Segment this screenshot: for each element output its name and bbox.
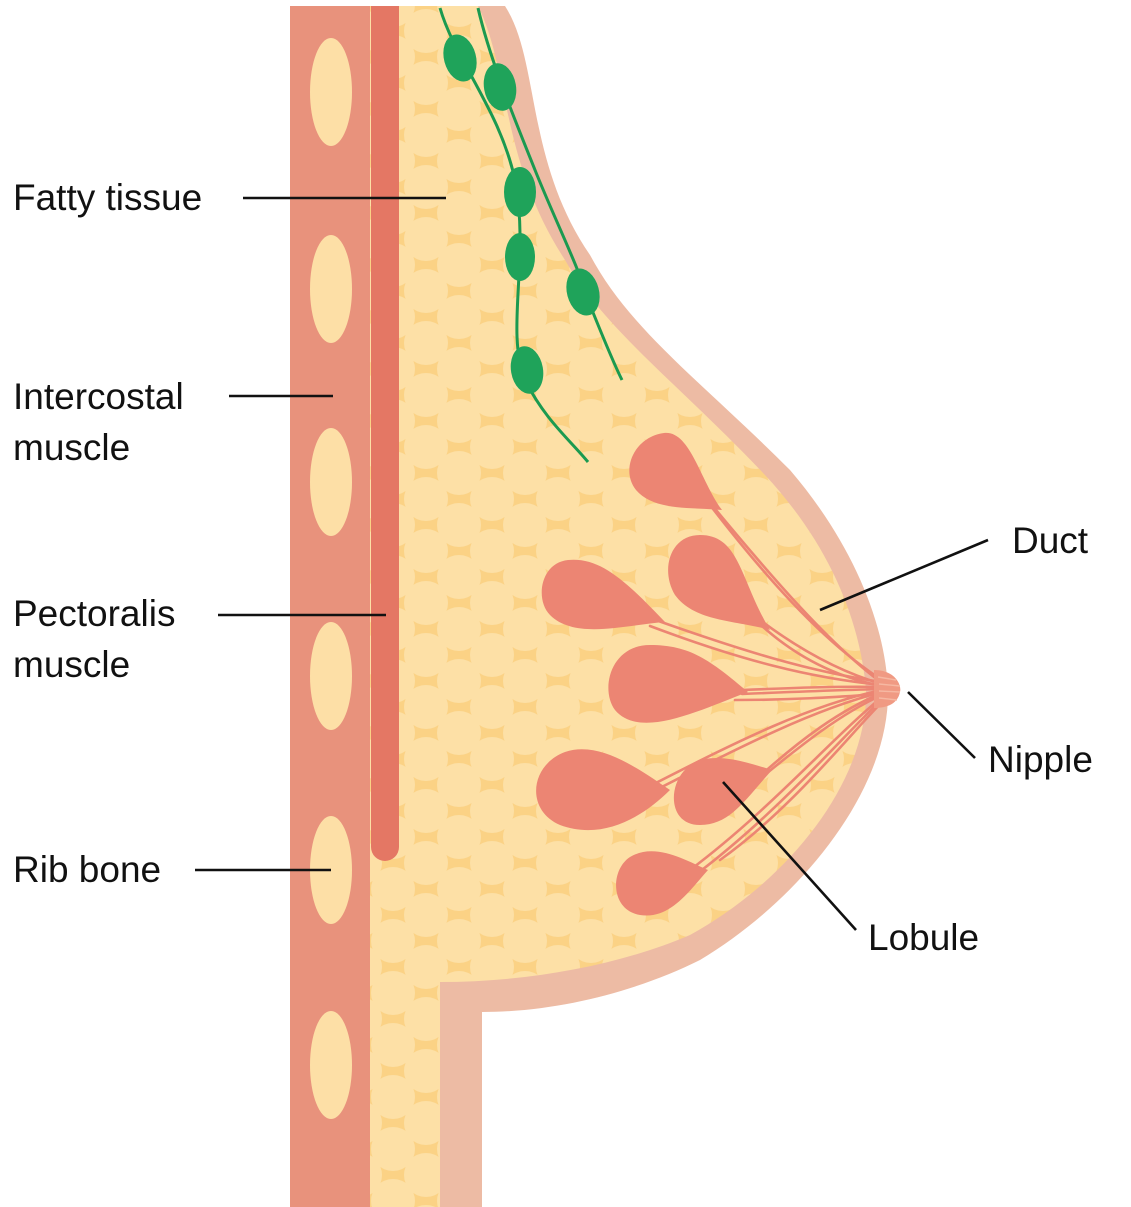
label-duct: Duct [1012,520,1089,561]
label-pectoralis-line1: Pectoralis [13,593,175,634]
rib-bone [310,1011,352,1119]
lymph-node [504,167,536,217]
rib-bone [310,428,352,536]
rib-bone [310,622,352,730]
label-rib-bone: Rib bone [13,849,161,890]
label-fatty-tissue: Fatty tissue [13,177,202,218]
lymph-node [505,233,535,281]
label-intercostal-line1: Intercostal [13,376,184,417]
label-intercostal-line2: muscle [13,427,130,468]
nipple-leader [908,692,975,758]
rib-bone [310,38,352,146]
label-lobule: Lobule [868,917,979,958]
rib-bone [310,235,352,343]
label-pectoralis-line2: muscle [13,644,130,685]
nipple [874,670,900,708]
label-nipple: Nipple [988,739,1093,780]
pectoralis-muscle [371,6,399,861]
